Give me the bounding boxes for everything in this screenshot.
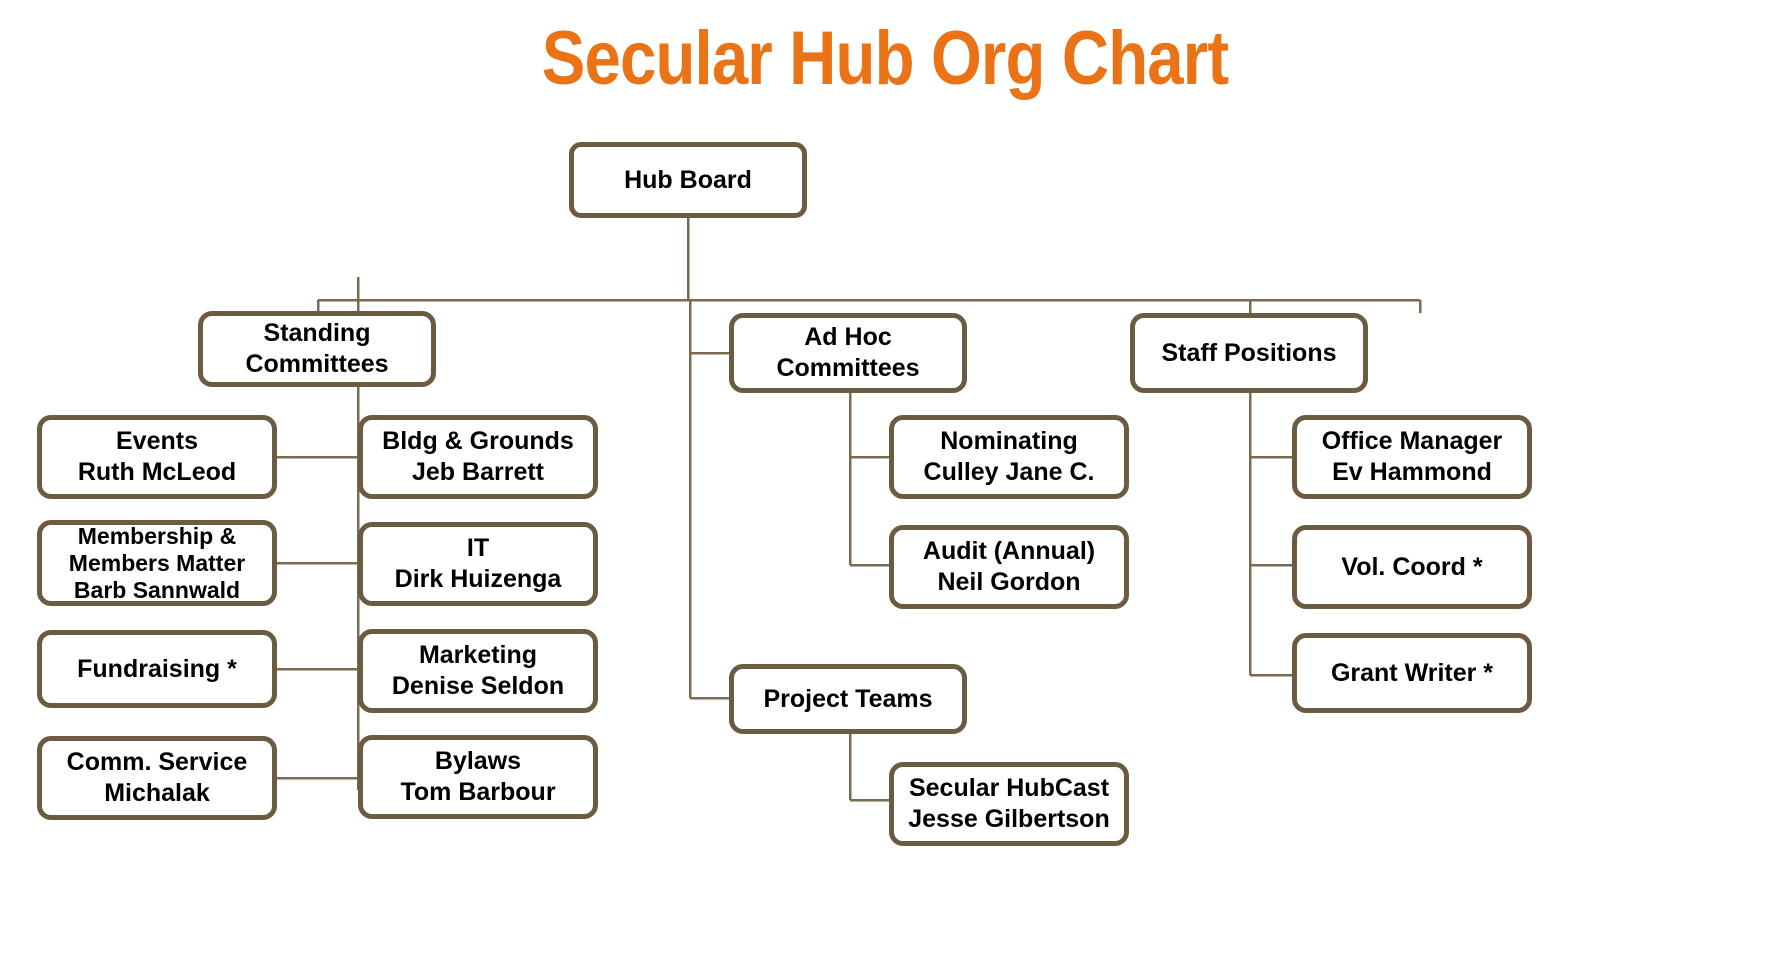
node-label-line: Standing (263, 319, 371, 347)
node-label-line: Jesse Gilbertson (908, 805, 1110, 833)
node-office-manager[interactable]: Office Manager Ev Hammond (1292, 415, 1532, 499)
node-label-line: Ad Hoc (804, 323, 892, 351)
node-label-line: Bldg & Grounds (382, 427, 574, 455)
node-label-line: Membership & (77, 522, 237, 549)
node-label-line: Bylaws (434, 747, 522, 775)
node-label-line: Committees (776, 354, 920, 382)
node-fundraising[interactable]: Fundraising * (37, 630, 277, 708)
node-label-line: Tom Barbour (400, 778, 556, 806)
node-label-line: Denise Seldon (391, 672, 565, 700)
node-label-line: Grant Writer * (1330, 658, 1494, 687)
node-label-line: Members Matter (68, 549, 246, 576)
node-label-line: Nominating (940, 427, 1078, 455)
node-audit[interactable]: Audit (Annual) Neil Gordon (889, 525, 1129, 609)
node-hub-board[interactable]: Hub Board (569, 142, 807, 218)
node-label-line: Comm. Service (66, 748, 248, 776)
node-label-line: Ev Hammond (1332, 458, 1492, 486)
node-label-line: Marketing (418, 641, 538, 669)
node-vol-coord[interactable]: Vol. Coord * (1292, 525, 1532, 609)
node-label-line: Barb Sannwald (73, 576, 241, 603)
node-label-line: Office Manager (1321, 427, 1503, 455)
node-label-line: Vol. Coord * (1341, 552, 1483, 581)
node-label-line: Neil Gordon (937, 568, 1081, 596)
node-label-line: Michalak (104, 779, 210, 807)
node-label-line: Jeb Barrett (412, 458, 544, 486)
node-it[interactable]: IT Dirk Huizenga (358, 522, 598, 606)
node-project-teams[interactable]: Project Teams (729, 664, 967, 734)
node-label-line: Events (116, 427, 198, 455)
node-label-line: Staff Positions (1161, 338, 1337, 367)
node-label-line: Dirk Huizenga (394, 565, 562, 593)
node-label-line: IT (466, 534, 490, 562)
page-title: Secular Hub Org Chart (541, 16, 1229, 101)
node-label-line: Hub Board (624, 165, 752, 194)
node-label-line: Audit (Annual) (922, 537, 1096, 565)
node-label-line: Secular HubCast (908, 774, 1110, 802)
node-label-line: Project Teams (763, 684, 933, 713)
node-label-line: Culley Jane C. (923, 458, 1095, 486)
node-label-line: Committees (245, 350, 389, 378)
node-grant-writer[interactable]: Grant Writer * (1292, 633, 1532, 713)
node-staff-positions[interactable]: Staff Positions (1130, 313, 1368, 393)
node-label-line: Ruth McLeod (77, 458, 237, 486)
node-label-line: Fundraising * (77, 654, 237, 683)
